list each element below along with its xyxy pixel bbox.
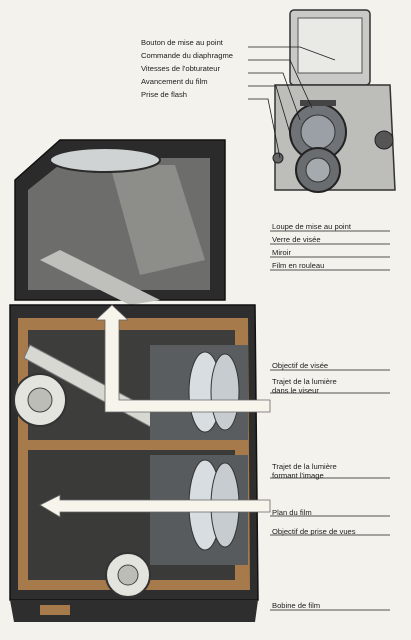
label-film-rouleau: Film en rouleau [272, 261, 325, 270]
label-bouton-mise-au-point: Bouton de mise au point [141, 38, 223, 47]
label-loupe: Loupe de mise au point [272, 222, 351, 231]
light-path-viewfinder [94, 304, 271, 413]
right-leader-lines [270, 230, 390, 611]
focus-knob-thumb [374, 130, 394, 150]
light-path-image [39, 494, 271, 518]
focusing-loupe [49, 147, 161, 173]
label-bobine-film: Bobine de film [272, 601, 321, 610]
label-trajet-lumiere-1: Trajet de la lumière [272, 377, 337, 386]
label-prise-flash: Prise de flash [141, 90, 188, 99]
top-leader-lines [248, 46, 336, 159]
label-objectif-visee: Objectif de visée [272, 361, 329, 370]
camera-thumbnail [272, 9, 396, 193]
label-miroir: Miroir [272, 248, 291, 257]
label-vitesses-obturateur: Vitesses de l'obturateur [141, 64, 220, 73]
label-trajet-lumiere-2: Trajet de la lumière [272, 462, 337, 471]
label-objectif-prise-vues: Objectif de prise de vues [272, 527, 356, 536]
label-verre-visee: Verre de visée [272, 235, 321, 244]
label-plan-film: Plan du film [272, 508, 312, 517]
label-avancement-film: Avancement du film [141, 77, 208, 86]
label-formant-image: formant l'image [272, 471, 324, 480]
label-commande-diaphragme: Commande du diaphragme [141, 51, 234, 60]
camera-cutaway [9, 139, 271, 622]
label-dans-viseur: dans le viseur [272, 386, 319, 395]
